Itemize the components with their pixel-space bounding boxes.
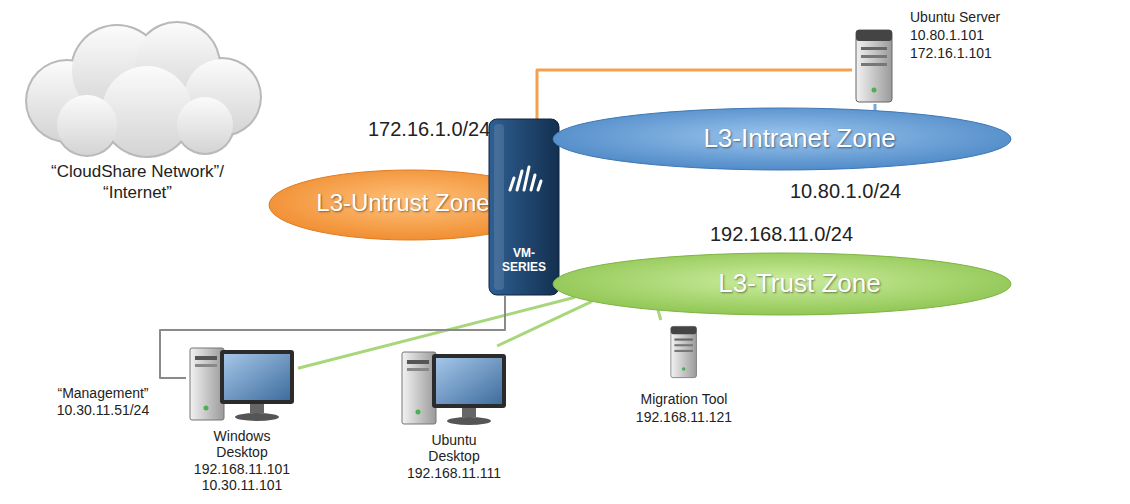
node-label: “CloudShare Network”/ “Internet” <box>30 161 245 203</box>
drawing-part <box>102 66 192 156</box>
desktop-icon: Ubuntu Desktop192.168.11.111 <box>398 346 510 486</box>
drawing-part <box>436 358 502 404</box>
drawing-part <box>861 55 887 58</box>
drawing-part <box>856 30 892 41</box>
drawing-part <box>517 171 522 190</box>
drawing-part <box>682 367 686 371</box>
zone-ellipse-shape <box>553 108 1011 170</box>
node-sublabel: 10.80.1.0/24 <box>790 179 940 203</box>
drawing-part <box>861 47 887 50</box>
node-label: Windows Desktop <box>202 428 282 460</box>
drawing-part <box>407 360 429 364</box>
node-label: Ubuntu Server <box>910 8 1020 26</box>
drawing-part <box>407 368 429 371</box>
node-label: VM- SERIES <box>492 246 556 274</box>
network-link <box>497 301 592 346</box>
node-sublabel: 172.16.1.101 <box>910 44 1020 62</box>
node-sublabel: 192.168.11.121 <box>618 408 750 426</box>
drawing-part <box>224 354 290 400</box>
drawing-part <box>220 350 294 404</box>
cloud-shape: “CloudShare Network”/ “Internet” <box>5 15 270 205</box>
network-link <box>874 104 877 111</box>
drawing-part <box>671 326 697 334</box>
server-icon <box>668 320 700 384</box>
drawing-part <box>235 413 279 421</box>
node-label: Migration Tool <box>618 390 750 408</box>
zone-ellipse-shape <box>553 253 1011 315</box>
node-label: 192.168.11.0/24 <box>710 222 880 246</box>
zone-ellipse: L3-Intranet Zone 10.80.1.0/24 <box>552 107 1014 205</box>
drawing-part <box>177 97 233 153</box>
drawing-part <box>872 88 877 93</box>
drawing-part <box>57 95 117 155</box>
node-label: L3-Intranet Zone <box>592 123 1007 153</box>
drawing-part <box>462 408 476 417</box>
drawing-part <box>250 404 264 413</box>
drawing-part <box>674 338 692 340</box>
node-sublabel: 10.80.1.101 <box>910 26 1020 44</box>
node-sublabel: 10.30.11.101 <box>186 476 298 494</box>
server-icon: Migration Tool192.168.11.121 <box>618 320 750 432</box>
drawing-part <box>531 175 535 190</box>
drawing-part <box>510 167 541 190</box>
drawing-part <box>27 23 260 156</box>
drawing-part <box>432 354 506 408</box>
cloud-icon <box>5 15 270 155</box>
link-label: “Management” 10.30.11.51/24 <box>50 384 156 420</box>
firewall-device: VM- SERIES <box>488 118 560 296</box>
desktop-icon: Windows Desktop192.168.11.10110.30.11.10… <box>186 342 298 497</box>
drawing-part <box>190 348 224 420</box>
drawing-part <box>195 356 217 360</box>
server-icon: Ubuntu Server10.80.1.101172.16.1.101 <box>852 6 1022 104</box>
drawing-part <box>861 63 887 66</box>
server-icon <box>852 28 897 104</box>
drawing-part <box>856 30 892 102</box>
drawing-part <box>510 178 514 190</box>
drawing-part <box>25 21 262 158</box>
drawing-part <box>671 326 697 377</box>
drawing-part <box>524 167 529 190</box>
desktop-icon <box>186 342 298 424</box>
drawing-part <box>204 406 209 411</box>
node-label: Ubuntu Desktop <box>414 432 494 464</box>
zone-ellipse: 192.168.11.0/24L3-Trust Zone <box>552 220 1014 318</box>
drawing-part <box>538 181 541 190</box>
network-link <box>658 310 661 320</box>
drawing-part <box>402 352 436 424</box>
drawing-part <box>416 410 421 415</box>
drawing-part <box>674 350 692 352</box>
node-sublabel: L3-Trust Zone <box>592 268 1007 298</box>
drawing-part <box>447 417 491 425</box>
drawing-part <box>489 119 559 295</box>
desktop-icon <box>398 346 510 428</box>
node-sublabel: L3-Untrust Zone <box>298 189 508 217</box>
node-sublabel: 192.168.11.101 <box>186 460 298 478</box>
drawing-part <box>674 344 692 346</box>
node-sublabel: 192.168.11.111 <box>398 464 510 482</box>
drawing-part <box>195 364 217 367</box>
